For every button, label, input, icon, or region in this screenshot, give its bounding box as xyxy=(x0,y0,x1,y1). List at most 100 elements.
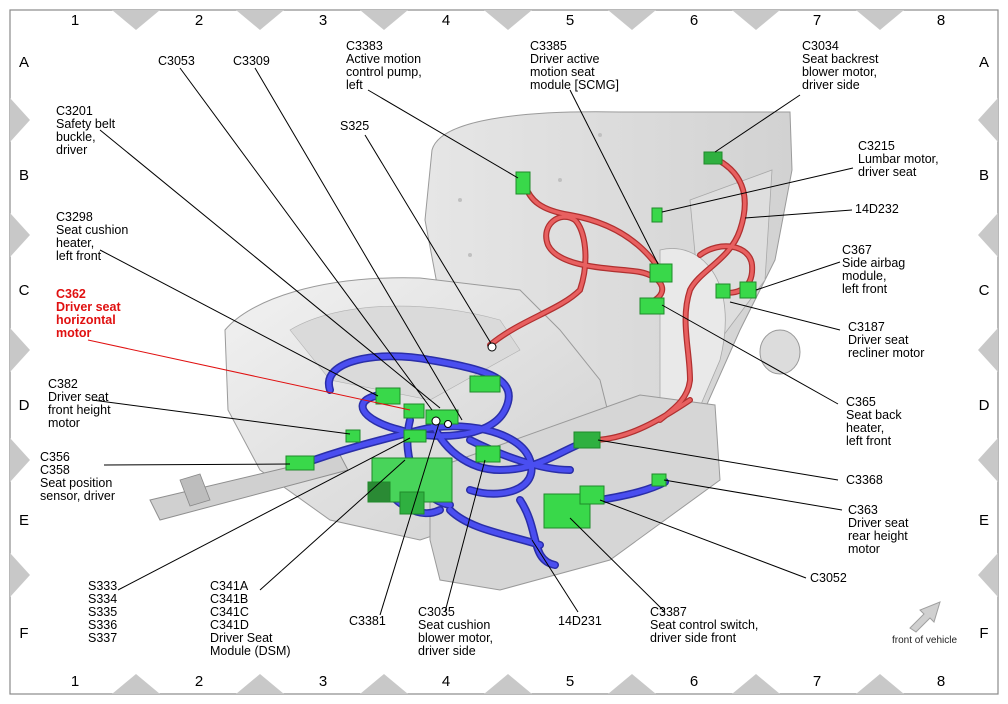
callout-c3385-line: motion seat xyxy=(530,65,595,79)
callout-c3298-line: C3298 xyxy=(56,210,93,224)
grid-label: F xyxy=(979,625,988,642)
callout-c362-line: Driver seat xyxy=(56,300,121,314)
callout-c382-line: motor xyxy=(48,416,80,430)
orientation-indicator: front of vehicle xyxy=(892,601,957,646)
frame-triangle xyxy=(112,674,160,694)
callout-c365-line: C365 xyxy=(846,395,876,409)
callout-c3387-line: C3387 xyxy=(650,605,687,619)
callout-c362-line: motor xyxy=(56,326,92,340)
seat-track-bracket xyxy=(179,473,211,507)
frame-triangle xyxy=(856,674,904,694)
grid-label: 4 xyxy=(442,673,450,690)
callout-c363-line: motor xyxy=(848,542,880,556)
callout-d14d231: 14D231 xyxy=(558,614,602,628)
frame-triangle xyxy=(10,438,30,482)
frame-triangle xyxy=(608,10,656,30)
callout-c356-line: C358 xyxy=(40,463,70,477)
callout-s333-line: S337 xyxy=(88,631,117,645)
callout-c356-line: Seat position xyxy=(40,476,112,490)
connector-c3385 xyxy=(649,263,673,283)
grid-label: C xyxy=(19,282,30,299)
callout-c363-line: Driver seat xyxy=(848,516,909,530)
callout-c341-line: C341D xyxy=(210,618,249,632)
seat-side-trim xyxy=(429,394,721,591)
callout-c382-line: Driver seat xyxy=(48,390,109,404)
grid-label: 5 xyxy=(566,12,574,29)
splice-c3035 xyxy=(444,420,452,428)
frame-triangle xyxy=(236,674,284,694)
grid-label: 6 xyxy=(690,12,698,29)
grid-label: 4 xyxy=(442,12,450,29)
callout-c365-line: heater, xyxy=(846,421,884,435)
callout-c3034-line: Seat backrest xyxy=(802,52,879,66)
frame-triangle xyxy=(112,10,160,30)
frame-triangle xyxy=(732,674,780,694)
callout-c3187-line: C3187 xyxy=(848,320,885,334)
callout-c341-line: C341C xyxy=(210,605,249,619)
grid-label: 8 xyxy=(937,12,945,29)
callout-c3201-line: C3201 xyxy=(56,104,93,118)
grid-label: 6 xyxy=(690,673,698,690)
callout-c3201-line: driver xyxy=(56,143,87,157)
connector-c3035 xyxy=(475,445,501,463)
callout-c3383-line: Active motion xyxy=(346,52,421,66)
callout-c3381-line: C3381 xyxy=(349,614,386,628)
frame-triangle xyxy=(360,674,408,694)
callout-c3034-line: driver side xyxy=(802,78,860,92)
frame-triangle xyxy=(484,10,532,30)
connector-c3034 xyxy=(703,151,723,165)
harness-red-14d232 xyxy=(487,157,756,443)
callout-c367-line: left front xyxy=(842,282,888,296)
arrow-icon xyxy=(909,601,941,633)
callout-c3187-line: Driver seat xyxy=(848,333,909,347)
grid-label: B xyxy=(979,167,989,184)
callout-c382-line: C382 xyxy=(48,377,78,391)
connector-c3383 xyxy=(515,171,531,195)
callout-c365-line: left front xyxy=(846,434,892,448)
connector-c365 xyxy=(639,297,665,315)
callout-c3298-line: left front xyxy=(56,249,102,263)
callout-c3383-line: control pump, xyxy=(346,65,422,79)
callout-c3387-line: Seat control switch, xyxy=(650,618,758,632)
frame-triangle xyxy=(978,213,998,257)
callout-c3368: C3368 xyxy=(846,473,883,487)
callout-c3309-line: C3309 xyxy=(233,54,270,68)
connectors xyxy=(285,151,757,529)
frame-triangle xyxy=(978,553,998,597)
callout-c3381: C3381 xyxy=(349,614,386,628)
callout-c367-line: module, xyxy=(842,269,886,283)
callout-s333-line: S333 xyxy=(88,579,117,593)
frame-triangle xyxy=(10,213,30,257)
seat-illustration xyxy=(149,111,801,591)
connector-c3052 xyxy=(579,485,605,505)
grid-label: A xyxy=(19,54,29,71)
callout-c3053: C3053 xyxy=(158,54,195,68)
connector-c382 xyxy=(345,429,361,443)
grid-label: 2 xyxy=(195,12,203,29)
callout-c356-line: sensor, driver xyxy=(40,489,115,503)
grid-label: 2 xyxy=(195,673,203,690)
connector-s333 xyxy=(403,429,427,443)
callout-c3383-line: left xyxy=(346,78,363,92)
callout-c3383-line: C3383 xyxy=(346,39,383,53)
recliner-knob xyxy=(759,329,801,375)
callout-c367-line: Side airbag xyxy=(842,256,905,270)
callout-c363-line: rear height xyxy=(848,529,908,543)
callout-c3035-line: blower motor, xyxy=(418,631,493,645)
connector-c341-plug xyxy=(367,481,391,503)
connector-s325-area xyxy=(469,375,501,393)
connector-c3381 xyxy=(399,491,425,515)
grid-label: 7 xyxy=(813,673,821,690)
